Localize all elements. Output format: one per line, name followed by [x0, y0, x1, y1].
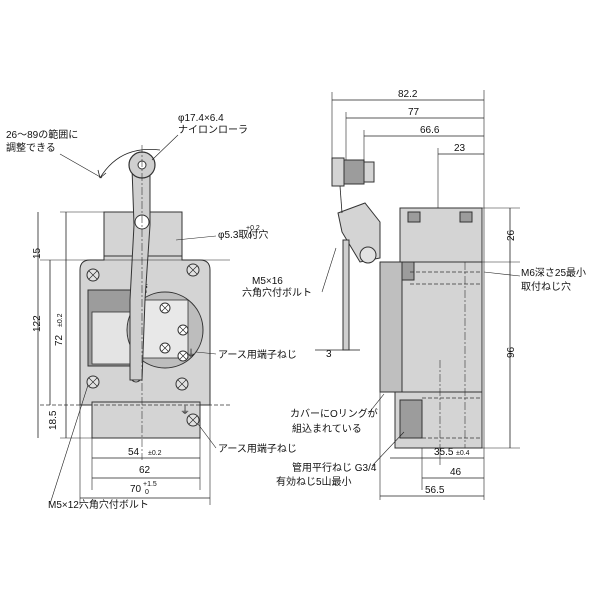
side-dimensions-top: 82.2 77 66.6 23 [331, 89, 485, 500]
dim-77: 77 [408, 107, 420, 118]
ground-symbol-2: ⏚ [180, 405, 190, 417]
dim-35-5: 35.5 [434, 447, 454, 458]
dim-72-tol: ±0.2 [57, 313, 64, 327]
note-earth-screw-2: アース用端子ねじ [218, 442, 297, 455]
front-left-slot [91, 311, 135, 365]
dim-35-5-tol: ±0.4 [456, 450, 470, 457]
note-oring-2: 組込まれている [292, 422, 362, 435]
side-view [331, 157, 483, 449]
side-dimensions-bottom: 35.5 ±0.4 46 56.5 3 [315, 349, 484, 500]
note-mount-hole-tol-upper: +0.2 [246, 225, 260, 232]
note-roller-dim: φ17.4×6.4 [178, 113, 224, 124]
dim-70: 70 [130, 484, 142, 495]
annotations: 26～89の範囲に 調整できる φ17.4×6.4 ナイロンローラ φ5.3取付… [6, 113, 586, 511]
note-earth-screw-1: アース用端子ねじ [218, 348, 297, 361]
note-pipe-thread-2: 有効ねじ5山最小 [276, 475, 352, 488]
front-dimensions-left: 15 122 72 ±0.2 18.5 [32, 211, 104, 439]
front-view: 管 ⏚ ⏚ [40, 145, 230, 460]
side-pivot-screw [359, 246, 377, 264]
note-adjust-range-line2: 調整できる [6, 141, 56, 154]
note-m6-2: 取付ねじ穴 [521, 280, 571, 293]
side-conduit [399, 399, 423, 439]
note-roller-name: ナイロンローラ [178, 124, 248, 136]
dim-23: 23 [454, 143, 466, 154]
note-mount-hole: φ5.3取付穴 [218, 228, 268, 241]
dim-66-6: 66.6 [420, 125, 440, 136]
front-base [91, 401, 201, 439]
side-cover [379, 261, 403, 393]
dim-15: 15 [32, 247, 43, 259]
side-roller [331, 157, 345, 187]
dim-70-tol-lower: 0 [145, 489, 149, 496]
note-pipe-thread-1: 管用平行ねじ G3/4 [292, 461, 377, 474]
dim-18-5: 18.5 [48, 410, 59, 430]
note-bolt-m5x12: M5×12六角穴付ボルト [48, 498, 149, 511]
dim-96: 96 [506, 346, 517, 358]
dim-82-2: 82.2 [398, 89, 418, 100]
dim-46: 46 [450, 467, 462, 478]
dim-54: 54 [128, 447, 140, 458]
note-oring-1: カバーにOリングが [290, 407, 378, 420]
adjust-arc [99, 148, 161, 179]
dim-26: 26 [506, 229, 517, 241]
dim-54-tol: ±0.2 [148, 450, 162, 457]
side-lever [342, 239, 350, 351]
dim-56-5: 56.5 [425, 485, 445, 496]
dim-62: 62 [139, 465, 151, 476]
note-m6-1: M6深さ25最小 [521, 267, 586, 279]
note-bolt-m5x16-2: 六角穴付ボルト [242, 286, 312, 299]
ground-symbol-1: ⏚ [186, 348, 196, 360]
front-dimensions-bottom: 54 ±0.2 62 70 +1.5 0 [79, 405, 211, 505]
note-mount-hole-tol-lower: 0 [248, 233, 252, 240]
side-dimensions-right: 26 96 [482, 207, 520, 449]
dim-70-tol-upper: +1.5 [143, 481, 157, 488]
dim-122: 122 [32, 315, 43, 332]
dim-3: 3 [326, 349, 332, 360]
note-adjust-range-line1: 26～89の範囲に [6, 128, 78, 141]
note-bolt-m5x16-1: M5×16 [252, 276, 283, 287]
dim-72: 72 [54, 334, 65, 346]
